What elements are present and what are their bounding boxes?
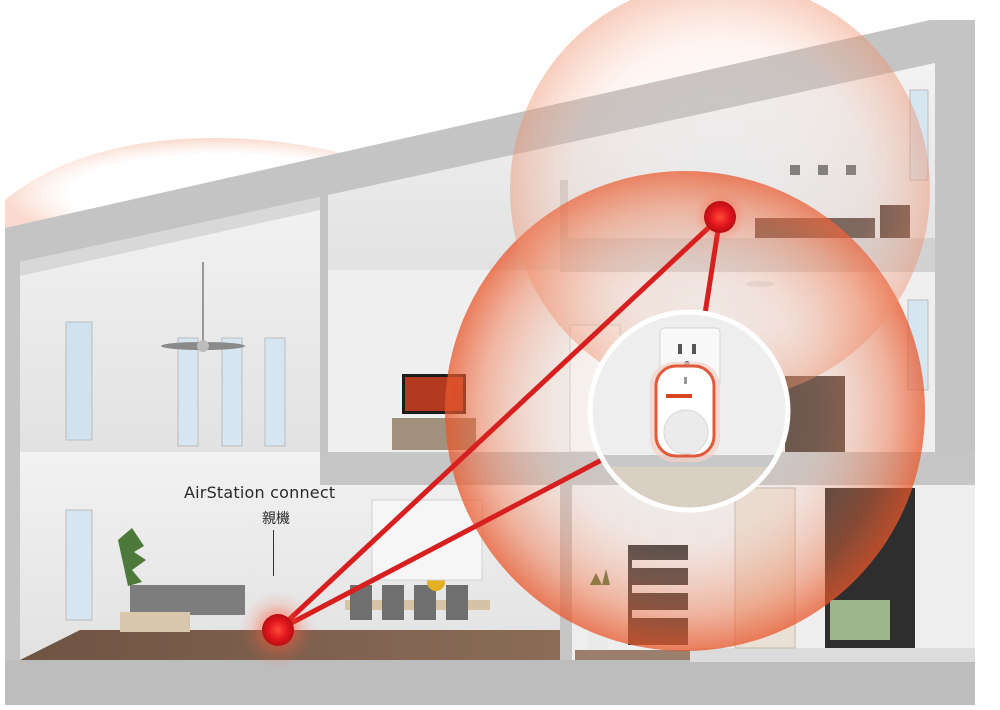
signal-node-loft: [694, 191, 746, 243]
callout-leader-line: [273, 530, 274, 576]
ceiling-fan: [161, 262, 245, 352]
living-room-furniture: [118, 499, 490, 632]
signal-node-parent: [252, 604, 304, 656]
product-name-label: AirStation connect: [184, 483, 336, 502]
repeater-device: [650, 362, 720, 462]
role-label: 親機: [262, 511, 290, 527]
tall-windows: [65, 89, 929, 621]
